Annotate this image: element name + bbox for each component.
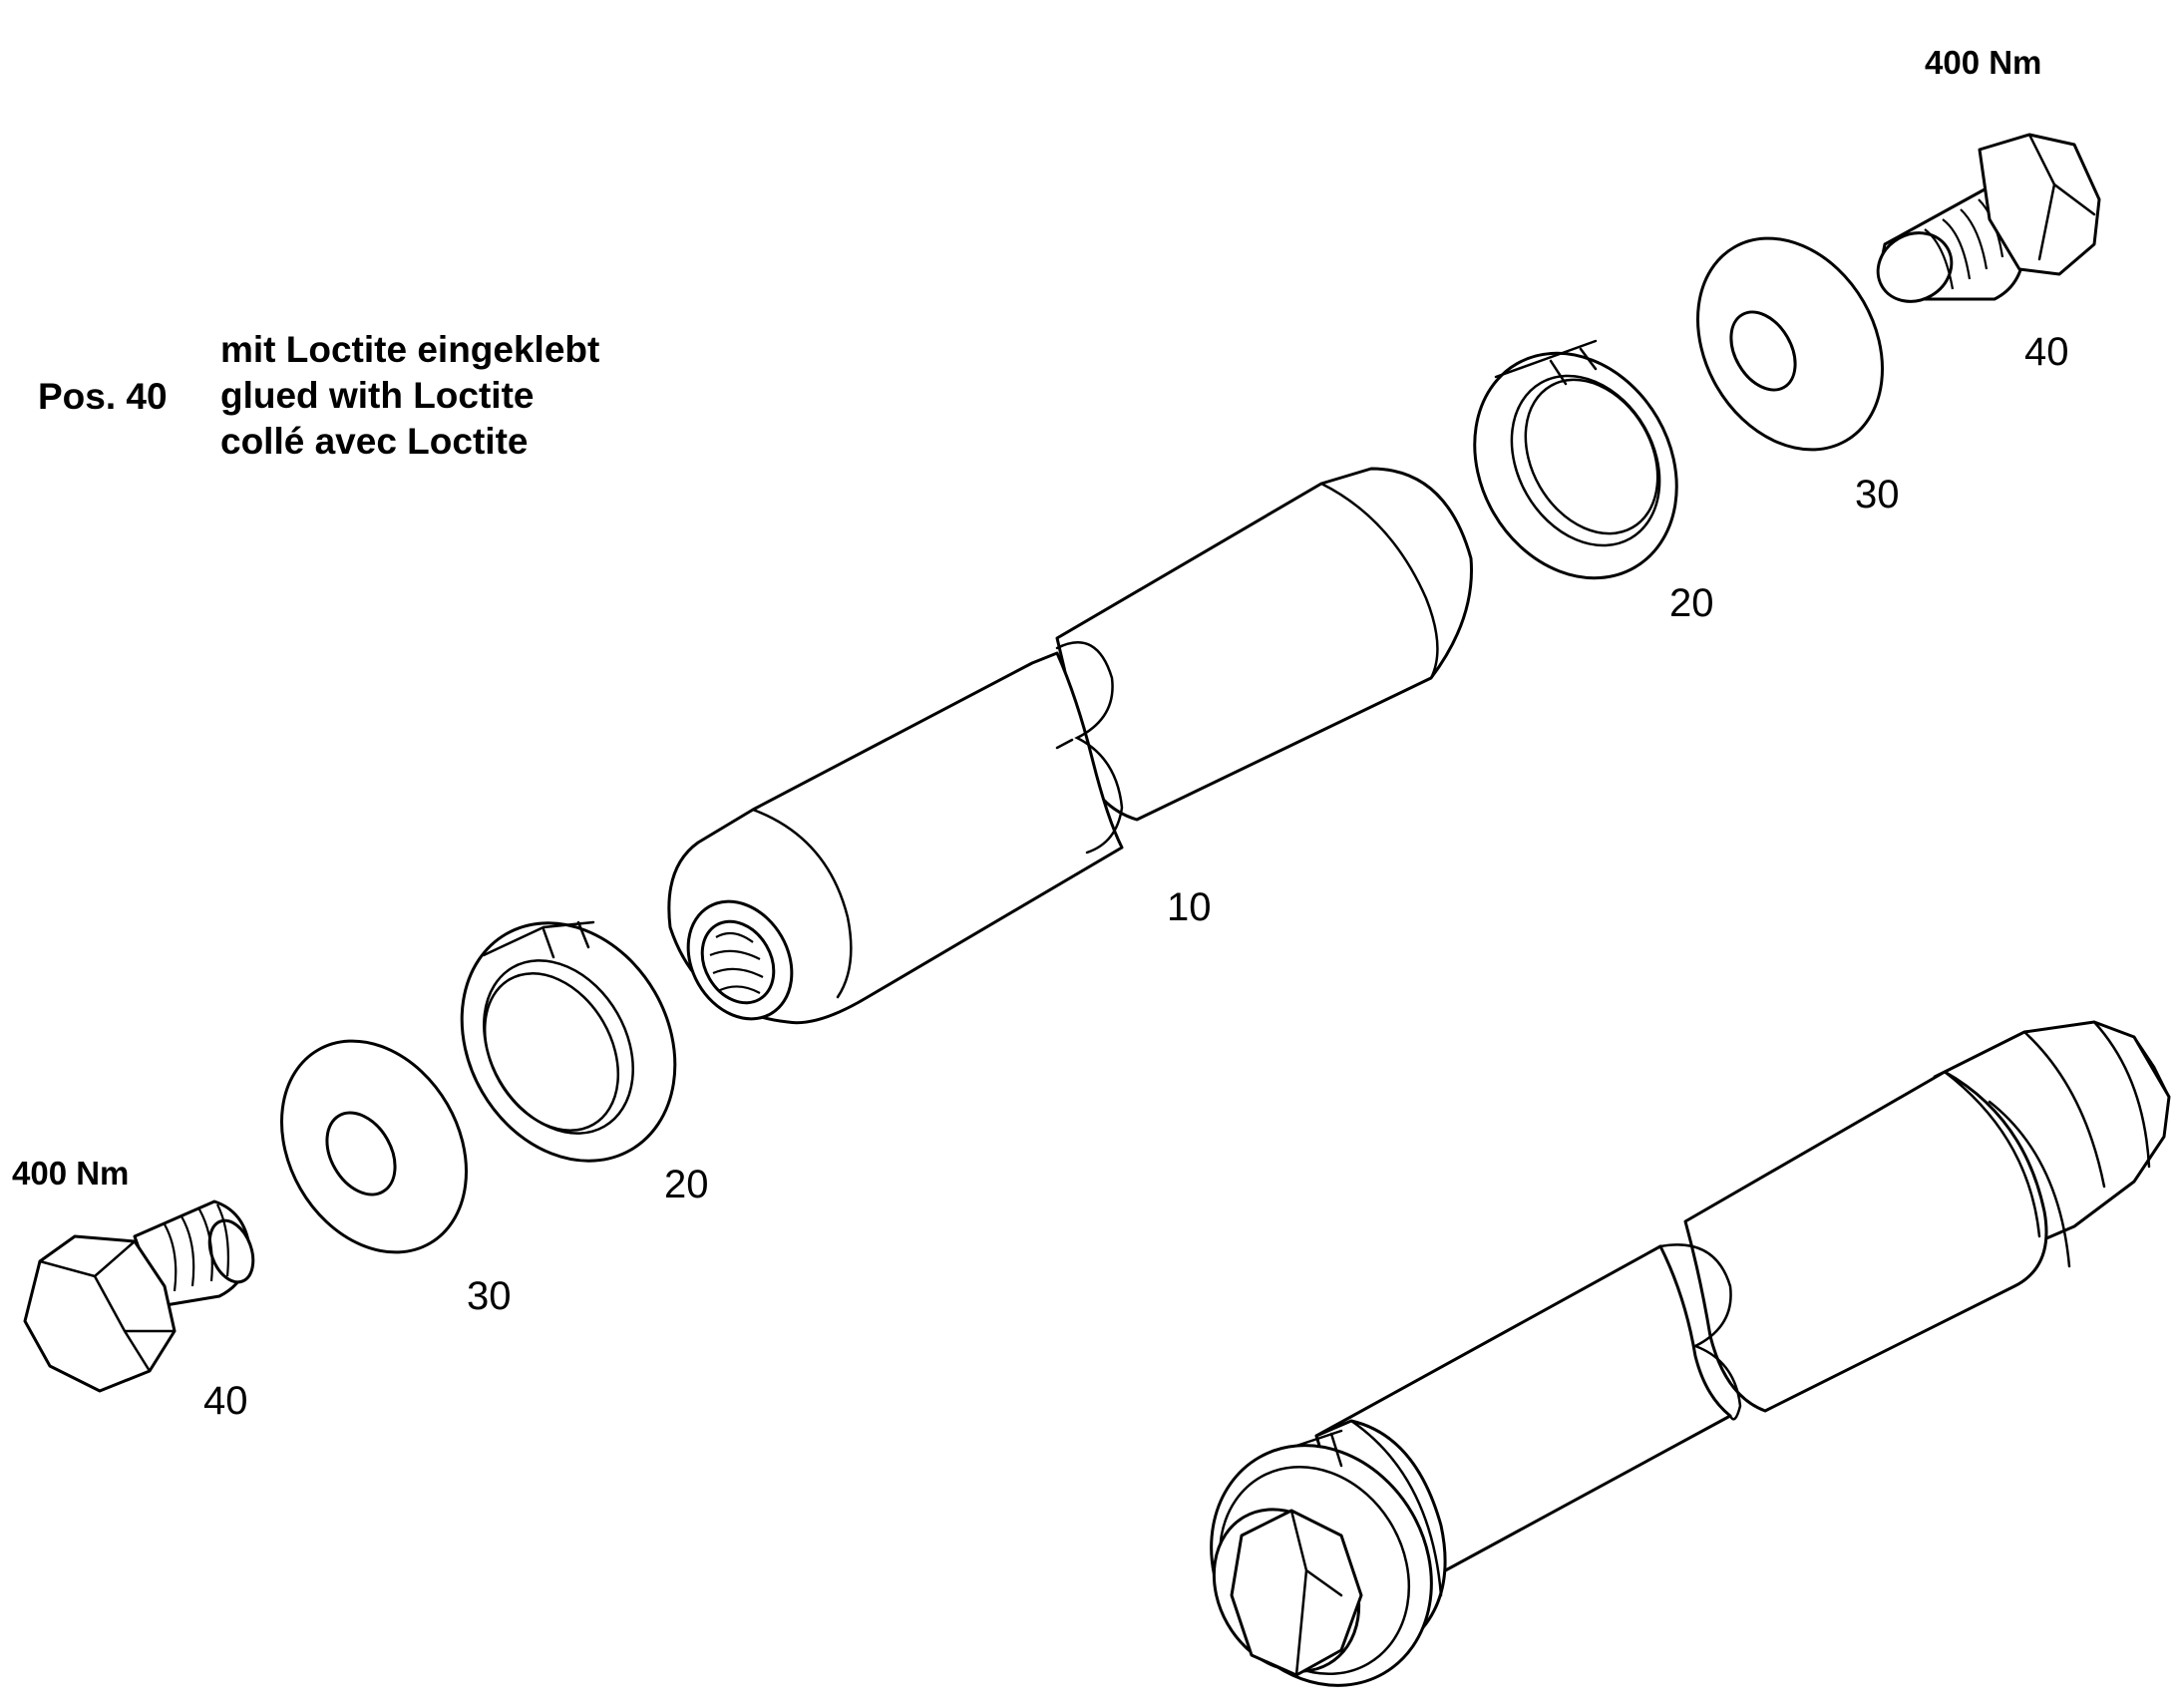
nut-part-20-right (1473, 339, 1678, 580)
note-german: mit Loctite eingeklebt (220, 329, 600, 370)
label-washer-30-left: 30 (467, 1274, 512, 1318)
note-french: collé avec Loctite (220, 421, 529, 462)
label-bolt-40-left: 40 (203, 1379, 248, 1423)
bolt-part-40-right (1876, 133, 2101, 303)
torque-label-bottom-left: 400 Nm (12, 1155, 130, 1192)
label-bolt-40-right: 40 (2024, 330, 2069, 374)
washer-part-30-right (1696, 236, 1884, 452)
nut-part-20-left (460, 920, 677, 1163)
assembled-pin-view (1210, 1020, 2171, 1687)
label-nut-20-right: 20 (1669, 581, 1714, 625)
label-washer-30-right: 30 (1855, 473, 1900, 516)
label-nut-20-left: 20 (664, 1163, 709, 1206)
note-position-label: Pos. 40 (38, 376, 168, 417)
pin-part-10 (667, 467, 1473, 1025)
torque-label-top-right: 400 Nm (1925, 44, 2042, 81)
label-pin-10: 10 (1167, 885, 1212, 929)
washer-part-30-left (280, 1039, 468, 1254)
note-english: glued with Loctite (220, 375, 535, 416)
bolt-part-40-left (23, 1199, 255, 1393)
